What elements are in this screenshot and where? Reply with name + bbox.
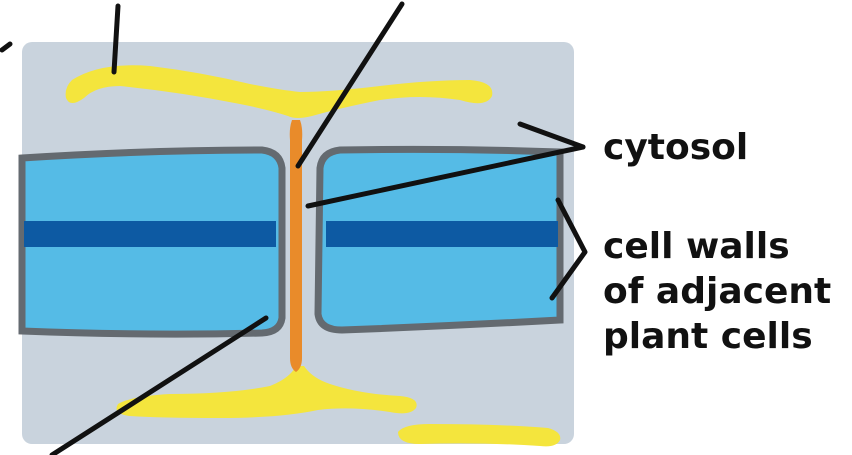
middle-lamella-left (24, 221, 276, 247)
cell-walls-label-line-1: cell walls (603, 224, 831, 269)
er-blob (398, 424, 560, 446)
cell-walls-label-line-3: plant cells (603, 314, 831, 359)
middle-lamella-right (326, 221, 558, 247)
cytosol-label: cytosol (603, 128, 748, 168)
cell-walls-label: cell walls of adjacent plant cells (603, 224, 831, 359)
leader-line-left-edge (2, 44, 10, 50)
cell-walls-label-line-2: of adjacent (603, 269, 831, 314)
